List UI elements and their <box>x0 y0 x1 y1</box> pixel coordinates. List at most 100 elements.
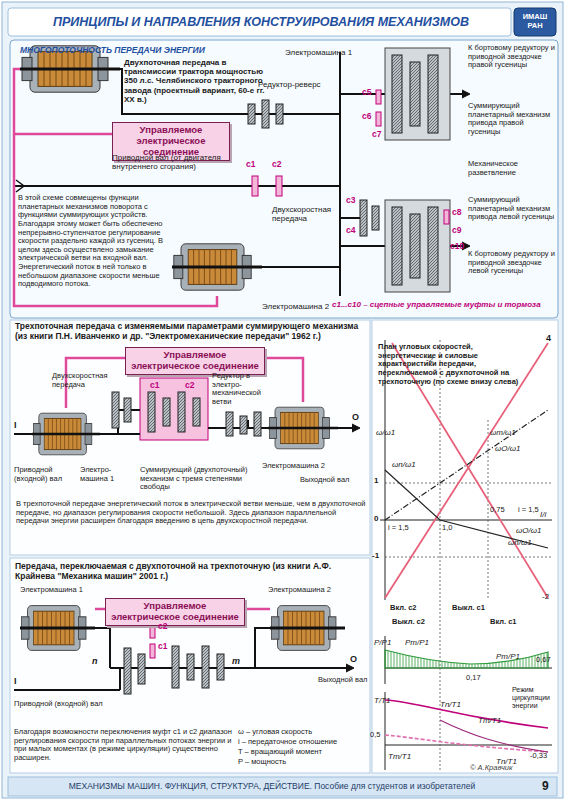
electric-machine <box>172 244 262 290</box>
part-label: Электромашина 1 <box>20 586 110 595</box>
gear <box>124 398 131 422</box>
box-text: Управляемое электрическое соединение <box>109 601 241 623</box>
symbol-note: ω – угловая скорость <box>238 728 368 737</box>
curve-label: ωO/ω1 <box>516 526 556 535</box>
gear <box>240 416 247 434</box>
part-label: К бортовому редуктору и приводной звездо… <box>468 44 556 70</box>
shaft-label: O <box>352 412 362 422</box>
axis-value: -0,33 <box>530 752 558 761</box>
part-label: Редуктор-реверс <box>258 80 330 89</box>
gear <box>276 104 283 124</box>
axis-label: T/T1 <box>374 696 404 705</box>
part-label: Электромашина 2 <box>268 586 358 595</box>
part-label: Приводной (входной) вал <box>14 466 74 483</box>
curve-label: Tn/T1 <box>440 700 474 709</box>
axis-value: 1,0 <box>442 524 462 533</box>
part-label: Двухскоростная передача <box>272 205 342 223</box>
shaft-label: I <box>14 676 24 686</box>
part-label: Электро-машина 1 <box>80 466 135 483</box>
box-text: Управляемое электрическое соединение <box>116 125 226 158</box>
axis-label: I/i <box>540 510 558 519</box>
axis-label: P/P1 <box>374 638 404 647</box>
gear <box>172 646 179 688</box>
output-arrow <box>352 424 360 432</box>
axis-label: ω/ω1 <box>376 428 408 437</box>
description: Двухпоточная передача в трансмиссии трак… <box>124 58 276 104</box>
chart-heading: План угловых скоростей, энергетические и… <box>378 343 528 386</box>
part-label: Суммирующий планетарный механизм привода… <box>468 102 556 137</box>
section-heading: Передача, переключаемая с двухпоточной н… <box>15 562 365 582</box>
electric-machine <box>270 606 345 651</box>
axis-value: -2 <box>542 592 556 601</box>
axis-value: 0,17 <box>466 674 488 683</box>
note: В этой схеме совмещены функции планетарн… <box>18 194 168 289</box>
gear <box>178 392 185 432</box>
mode-label: Режим циркуляции энергии <box>512 686 558 710</box>
footer-caption: МЕХАНИЗМЫ МАШИН. ФУНКЦИЯ, СТРУКТУРА, ДЕЙ… <box>12 782 532 792</box>
symbol-note: T – вращающий момент <box>238 748 368 757</box>
note: В трехпоточной передаче энергетический п… <box>16 500 366 526</box>
clutch <box>376 112 381 126</box>
curve-label: Pm/P1 <box>405 638 439 647</box>
gear <box>410 62 420 126</box>
clutch <box>276 176 282 196</box>
callout-number: c2 <box>158 622 174 632</box>
shaft-lines <box>14 628 350 690</box>
callout-number: c5 <box>362 88 382 98</box>
gear <box>124 648 131 694</box>
chart-panel <box>372 320 558 773</box>
symbol-note: P – мощность <box>238 758 368 767</box>
gear <box>392 207 402 285</box>
input-arrow <box>16 180 24 192</box>
box-text: Управляемое электрическое соединение <box>129 350 261 372</box>
part-label: Электромашина 2 <box>262 462 342 471</box>
axis-value: i = 1,5 <box>388 524 428 533</box>
part-label: Электромашина 1 <box>285 48 370 57</box>
gear <box>254 412 261 436</box>
summing-mechanism <box>140 378 208 440</box>
page-title: ПРИНЦИПЫ И НАПРАВЛЕНИЯ КОНСТРУИРОВАНИЯ М… <box>12 15 510 29</box>
credit: © А.Кравчик <box>470 764 556 773</box>
callout-number: c7 <box>372 130 392 140</box>
curve-label: ωm/ω1 <box>490 428 530 437</box>
electric-machine <box>268 407 338 449</box>
speed-line <box>385 410 548 520</box>
callout-number: c2 <box>185 381 201 391</box>
callout-number: c1 <box>150 381 166 391</box>
gear <box>187 654 194 680</box>
control-box: Управляемое электрическое соединение <box>125 347 265 375</box>
part-label: Выходной вал <box>318 676 368 685</box>
callout-number: c2 <box>272 160 292 170</box>
axis-value: 0,67 <box>536 656 558 665</box>
page-number: 9 <box>542 780 556 794</box>
shaft-label: O <box>350 654 360 664</box>
part-label: Приводной вал (от двигателя внутреннего … <box>112 153 237 171</box>
part-label: Суммирующий планетарный механизм привода… <box>468 196 556 222</box>
clutch <box>252 176 258 196</box>
axis-value: 1 <box>374 476 384 485</box>
gear <box>193 398 200 426</box>
axis-value: -1 <box>372 551 386 560</box>
footer-band <box>8 777 557 796</box>
mode-label: Выкл. c1 <box>452 604 494 613</box>
axis-value: i = 1,5 <box>518 506 556 515</box>
callout-number: c1 <box>158 642 174 652</box>
gear <box>428 55 438 133</box>
gear <box>148 392 155 432</box>
planetary-unit <box>385 200 450 292</box>
curve-label: Pm/P1 <box>496 652 530 661</box>
part-label: Приводной (входной) вал <box>14 700 109 709</box>
gear <box>248 104 255 124</box>
electric-machine <box>20 606 95 651</box>
control-box: Управляемое электрическое соединение <box>105 598 245 626</box>
callout-number: c10 <box>450 242 470 252</box>
logo <box>514 8 556 36</box>
note: Благодаря возможности переключения муфт … <box>14 728 234 763</box>
logo-text: ИМАШ РАН <box>515 13 555 30</box>
section-panel <box>10 320 370 555</box>
callout-number: c4 <box>346 226 362 236</box>
gear <box>372 206 379 230</box>
legend-note: c1...c10 – сцепные управляемые муфты и т… <box>332 300 556 309</box>
curve-label: ωn/ω1 <box>392 460 432 469</box>
planetary-unit <box>385 48 450 140</box>
